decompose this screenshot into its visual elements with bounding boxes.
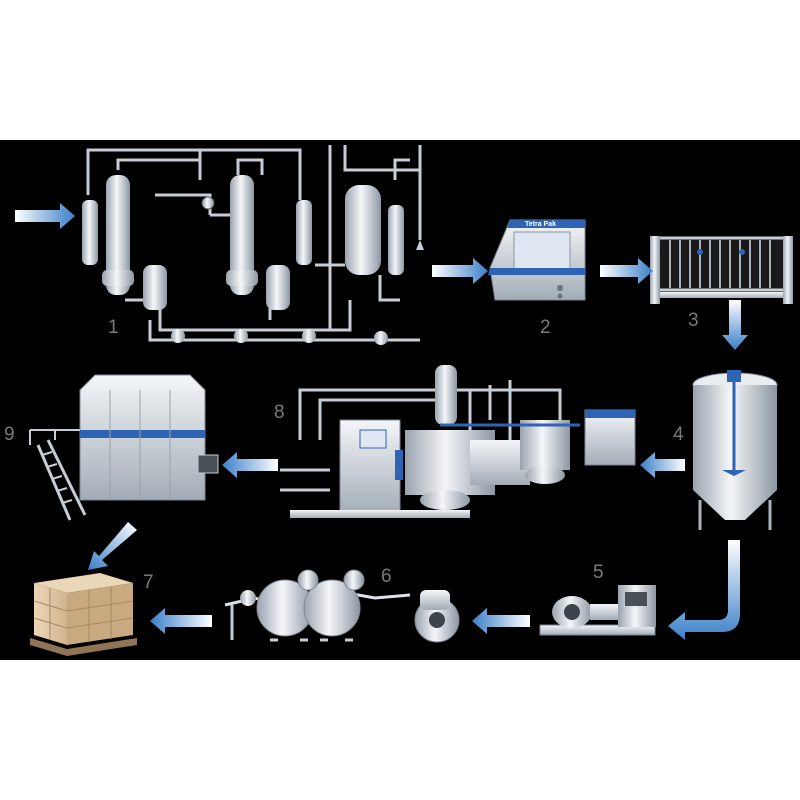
hmi-control-panel-icon: Tetra Pak [488, 219, 586, 301]
homogenizer-icon [539, 585, 656, 636]
packaging-material-rolls-icon [224, 569, 460, 643]
station-1-number: 1 [108, 317, 119, 338]
station-5-number: 5 [593, 562, 604, 583]
evaporator-vessels [82, 175, 424, 345]
evaporator-deaerator-icon [86, 145, 422, 342]
station-4: 4 [673, 370, 778, 530]
station-4-number: 4 [673, 424, 684, 445]
arrow-5-to-6 [472, 608, 530, 634]
station-8-number: 8 [274, 402, 285, 423]
station-7-number: 7 [143, 572, 154, 593]
arrow-9-to-7 [88, 522, 137, 570]
arrow-inlet [15, 203, 75, 229]
station-9: 9 [4, 374, 219, 521]
flow-arrows [15, 203, 748, 640]
arrow-4-to-8 [640, 452, 685, 478]
arrow-3-to-4 [722, 300, 748, 350]
brand-label: Tetra Pak [525, 221, 556, 228]
station-3-number: 3 [688, 310, 699, 331]
station-8: 8 [274, 365, 636, 518]
station-1: 1 [82, 145, 424, 345]
pallet-boxes-icon [30, 573, 137, 656]
station-9-number: 9 [4, 424, 15, 445]
station-5: 5 [539, 562, 656, 636]
arrow-4-to-5 [668, 540, 740, 640]
arrow-2-to-3 [600, 258, 653, 284]
station-2: Tetra Pak 2 [488, 219, 586, 338]
uht-processing-unit-icon [280, 365, 636, 518]
station-7: 7 [30, 572, 154, 656]
station-2-number: 2 [540, 317, 551, 338]
station-3: 3 [650, 236, 793, 331]
arrow-6-to-7 [150, 608, 212, 634]
mixing-tank-icon [692, 370, 778, 530]
station-6: 6 [224, 566, 460, 643]
arrow-1-to-2 [432, 258, 488, 284]
aseptic-filling-machine-icon [29, 374, 219, 521]
arrow-8-to-9 [222, 452, 278, 478]
station-6-number: 6 [381, 566, 392, 587]
plate-heat-exchanger-icon [650, 236, 793, 304]
